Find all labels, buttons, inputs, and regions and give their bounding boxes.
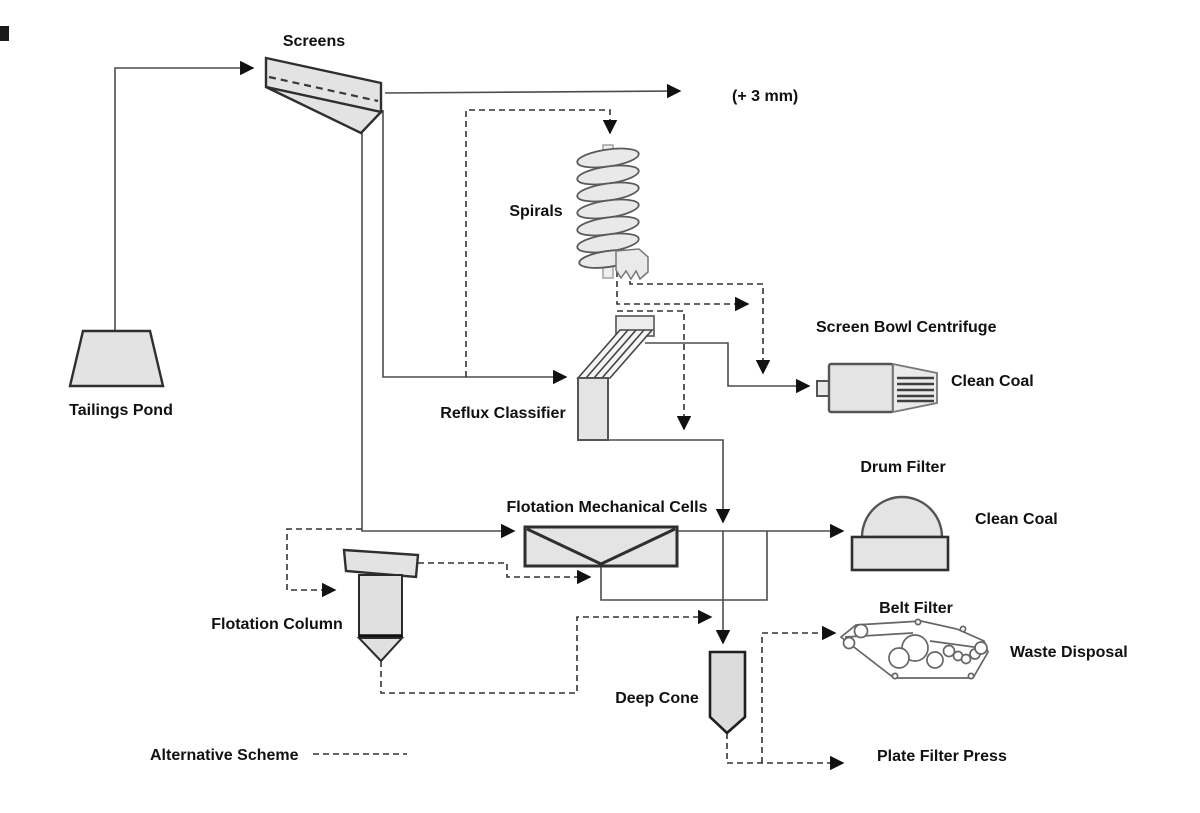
flow-reflux-underflow (608, 439, 731, 524)
alt-feed-to-column (286, 528, 362, 598)
reflux-lamella-plates (585, 329, 645, 379)
waste-disposal-label: Waste Disposal (1010, 644, 1128, 661)
drum-dome (860, 495, 944, 539)
flow-screens-to-reflux (382, 110, 568, 385)
cells-diagonals (526, 527, 676, 566)
drum-filter-label: Drum Filter (860, 459, 945, 476)
centrifuge-screen-lines (897, 376, 934, 403)
drum-clean-coal-label: Clean Coal (975, 511, 1058, 528)
node-flotation-column: Flotation Column (211, 548, 420, 663)
spirals-label: Spirals (509, 203, 562, 220)
spirals-discharge-cup (615, 248, 649, 281)
screens-mesh-line (268, 75, 379, 103)
flow-pond-to-screens (114, 60, 255, 331)
deep-cone-label: Deep Cone (615, 690, 699, 707)
flotation-column-label: Flotation Column (211, 616, 343, 633)
centrifuge-body (827, 362, 895, 414)
alternative-flow-lines (286, 109, 845, 771)
screens-underpan (265, 85, 384, 135)
cells-tank (523, 525, 679, 568)
legend-label: Alternative Scheme (150, 747, 299, 764)
oversize-label: (+ 3 mm) (732, 88, 798, 105)
node-flotation-mechanical-cells: Flotation Mechanical Cells (507, 499, 708, 568)
centrifuge-screen-cone (892, 362, 938, 414)
main-flow-lines (114, 60, 845, 645)
flow-screens-oversize (384, 83, 682, 99)
alt-spirals-to-centrifuge (629, 271, 771, 375)
tailings-pond-shape (68, 329, 165, 388)
node-tailings-pond: Tailings Pond (68, 329, 173, 419)
flow-reflux-to-centrifuge (645, 342, 811, 394)
alt-spirals-branch (616, 271, 750, 312)
column-cone (356, 637, 405, 663)
alt-spirals-to-underflow (617, 310, 692, 431)
belt-filter-label: Belt Filter (879, 600, 953, 617)
tailings-pond-label: Tailings Pond (69, 402, 173, 419)
node-reflux-classifier: Reflux Classifier (440, 315, 655, 441)
centrifuge-feed-port (816, 380, 830, 397)
node-screens: Screens (264, 33, 384, 135)
legend: Alternative Scheme (150, 747, 407, 764)
node-screen-bowl-centrifuge: Screen Bowl Centrifuge Clean Coal (816, 319, 1034, 414)
screen-bowl-centrifuge-label: Screen Bowl Centrifuge (816, 319, 997, 336)
flow-screens-to-cells (361, 133, 516, 539)
deep-cone-shape (708, 650, 747, 735)
centrifuge-clean-coal-label: Clean Coal (951, 373, 1034, 390)
flow-cells-bottom-loop (600, 531, 768, 601)
node-belt-filter: Belt Filter Waste Disposal (839, 600, 1128, 680)
node-spirals: Spirals (509, 144, 649, 281)
column-body (358, 574, 403, 637)
node-drum-filter: Drum Filter Clean Coal (850, 459, 1058, 572)
spirals-flights (576, 147, 640, 269)
plate-filter-press-label: Plate Filter Press (877, 748, 1007, 765)
alt-deepcone-to-plate-press (726, 733, 845, 771)
screens-label: Screens (283, 33, 345, 50)
alt-feed-to-spirals (465, 109, 618, 377)
alt-column-to-cells (418, 562, 592, 585)
reflux-body (577, 377, 609, 441)
flotation-mechanical-cells-label: Flotation Mechanical Cells (507, 499, 708, 516)
alt-column-underflow (380, 609, 713, 694)
alt-deepcone-to-belt-filter (761, 625, 837, 763)
reflux-classifier-label: Reflux Classifier (440, 405, 565, 422)
column-cap (342, 548, 420, 579)
edge-artifact (0, 26, 9, 41)
node-deep-cone: Deep Cone (615, 650, 747, 735)
belt-outline (839, 620, 989, 679)
drum-base (850, 535, 950, 572)
